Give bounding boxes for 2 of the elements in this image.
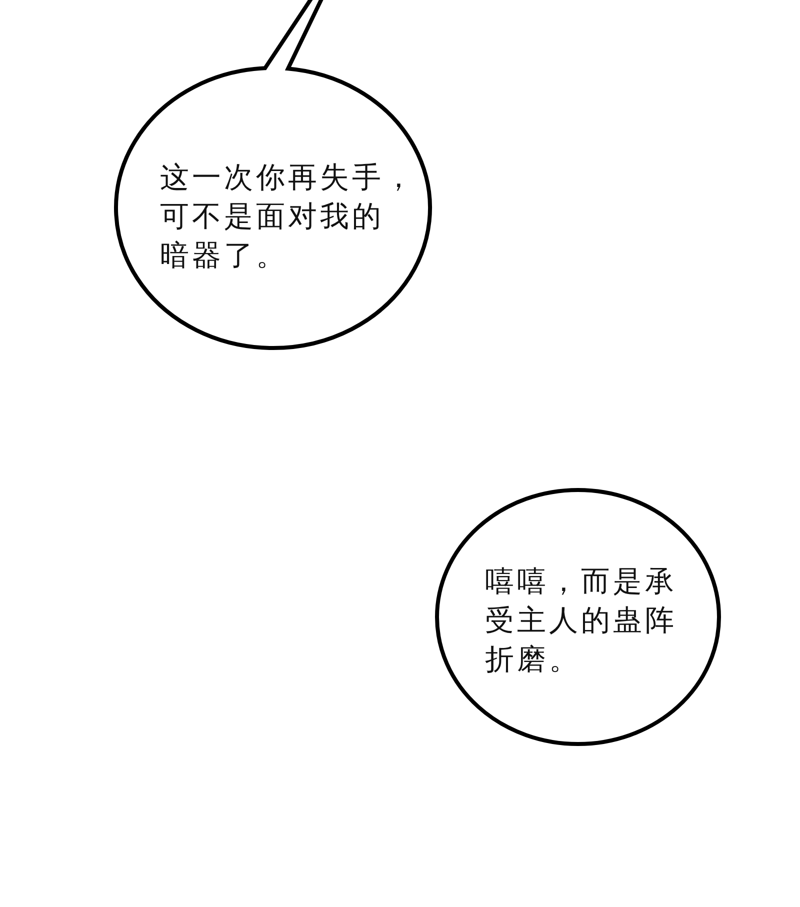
speech-text: 这一次你再失手，可不是面对我的暗器了。 [160,159,416,274]
speech-text: 嘻嘻，而是承受主人的蛊阵折磨。 [485,563,677,678]
